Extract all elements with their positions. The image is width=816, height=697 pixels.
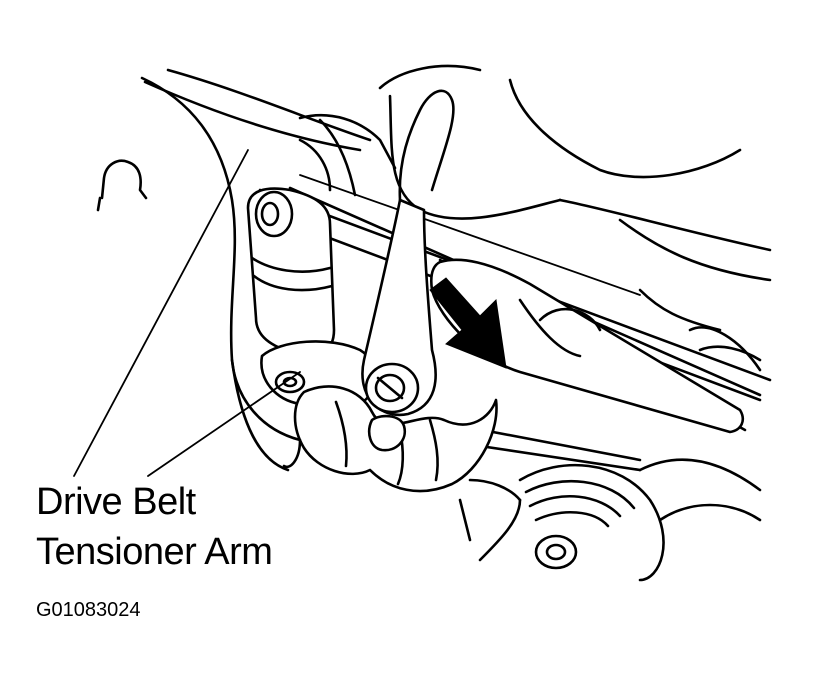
figure-id: G01083024 <box>36 599 141 621</box>
lower-engine-components <box>282 218 772 562</box>
callout-label-line2: Tensioner Arm <box>36 531 273 573</box>
callout-label-line1: Drive Belt <box>36 481 196 523</box>
crankshaft-pulley <box>518 458 762 582</box>
tensioner-damper-cylinder <box>246 187 336 358</box>
wrench-tool <box>361 89 455 417</box>
rotation-direction-arrow <box>429 277 507 369</box>
mechanic-hand <box>293 385 498 493</box>
callout-leader-lines <box>73 149 301 477</box>
engine-bar <box>429 258 762 434</box>
